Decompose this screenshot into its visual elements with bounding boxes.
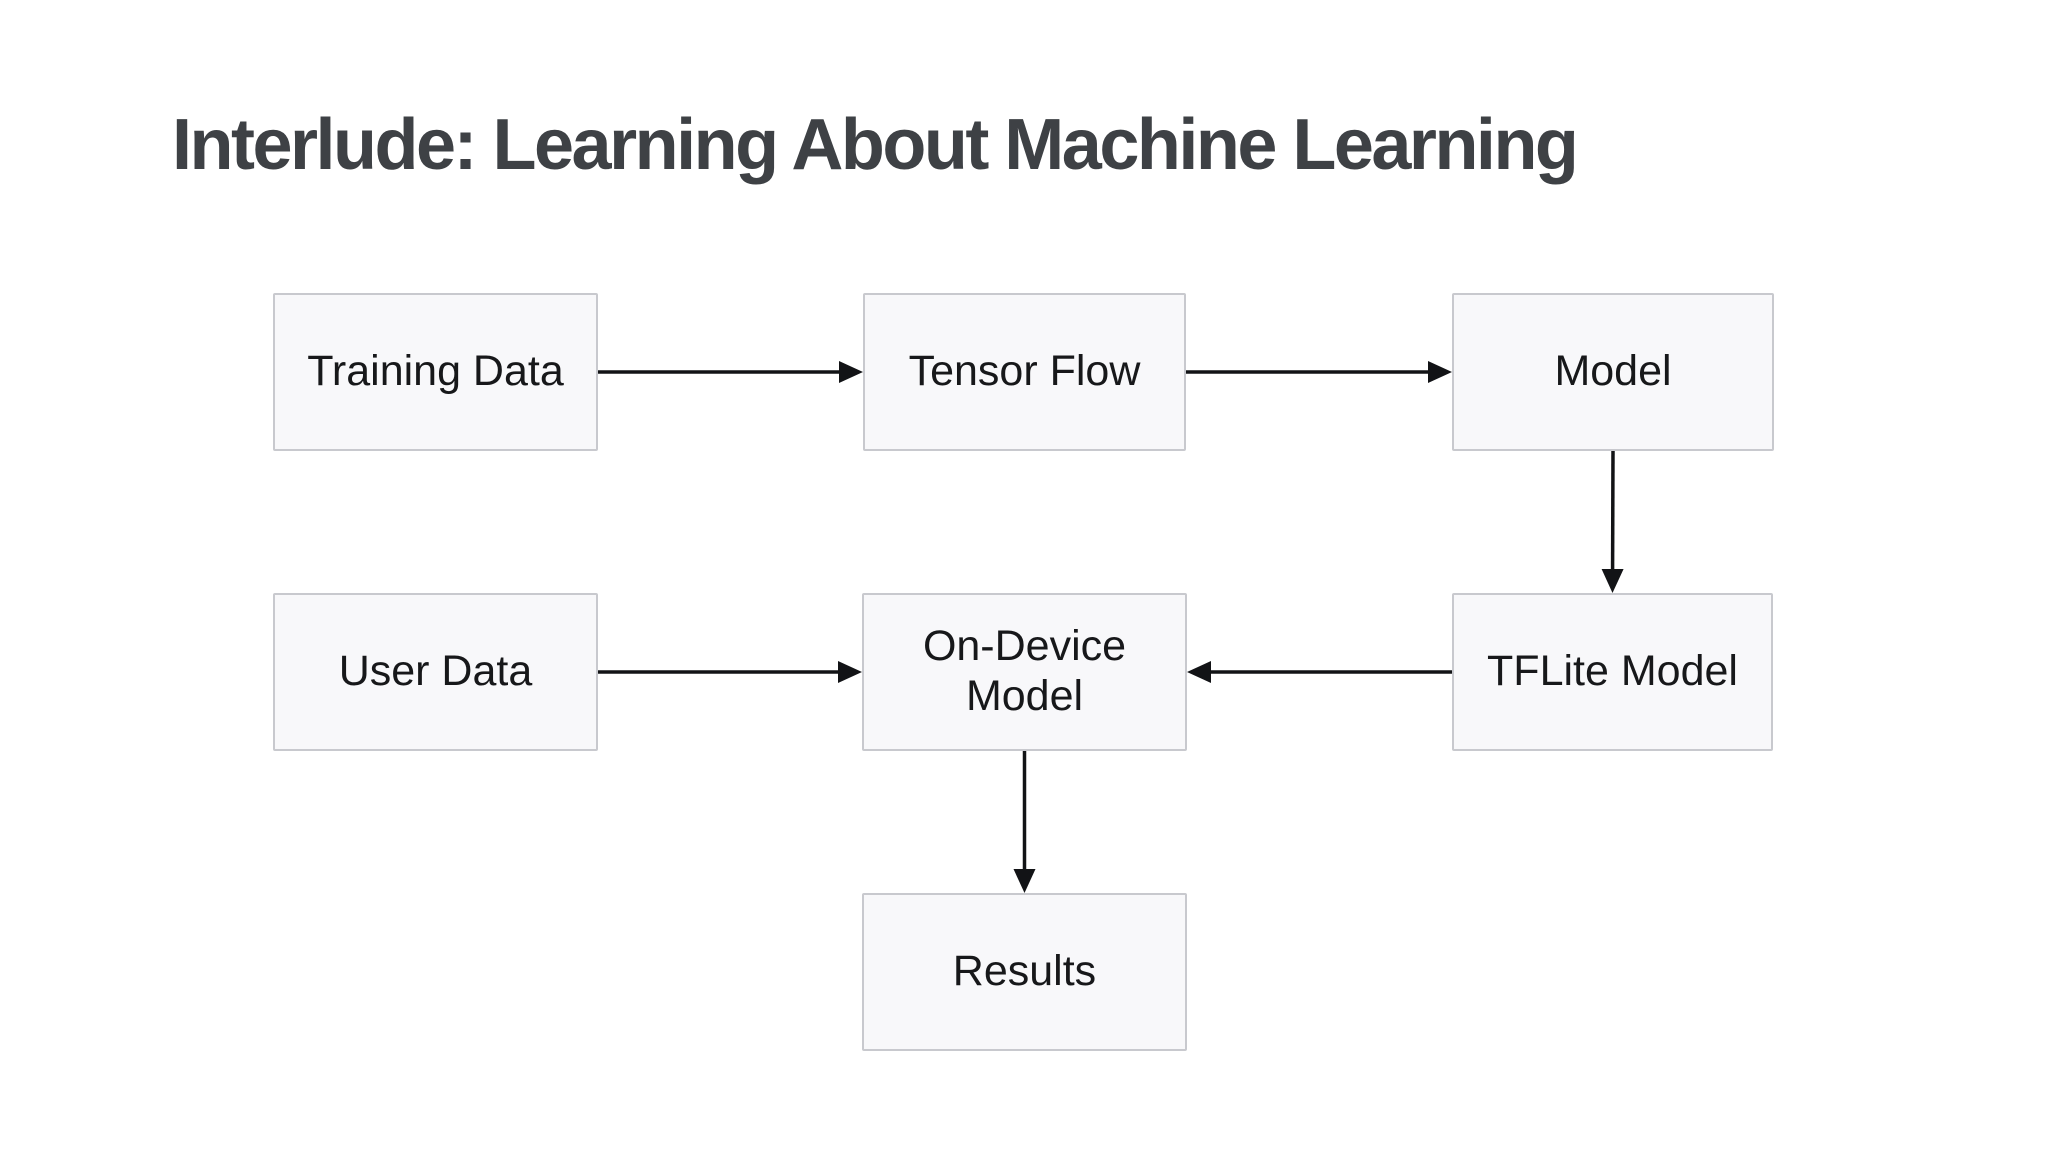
node-training-data: Training Data xyxy=(273,293,598,451)
edge-user-data-to-on-device-model xyxy=(598,661,862,683)
node-tensor-flow: Tensor Flow xyxy=(863,293,1186,451)
slide-title: Interlude: Learning About Machine Learni… xyxy=(172,105,1579,185)
node-tflite-model: TFLite Model xyxy=(1452,593,1773,751)
node-on-device-model: On-Device Model xyxy=(862,593,1187,751)
edge-training-data-to-tensor-flow xyxy=(598,361,863,383)
edge-tensor-flow-to-model xyxy=(1186,361,1452,383)
edge-on-device-model-to-results xyxy=(1013,751,1036,893)
node-model: Model xyxy=(1452,293,1774,451)
node-results: Results xyxy=(862,893,1187,1051)
edge-tflite-model-to-on-device-model xyxy=(1187,661,1452,683)
edge-model-to-tflite-model xyxy=(1601,450,1624,593)
node-user-data: User Data xyxy=(273,593,598,751)
